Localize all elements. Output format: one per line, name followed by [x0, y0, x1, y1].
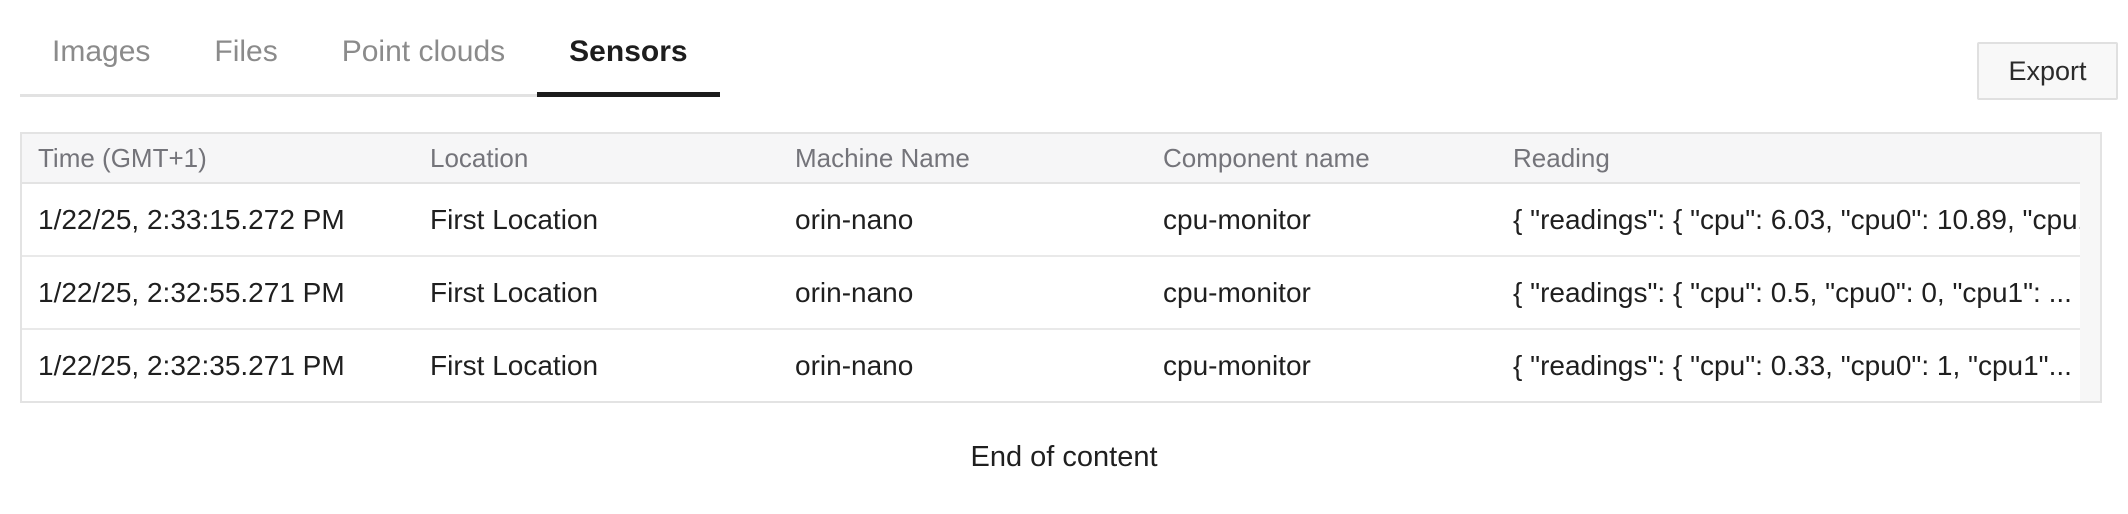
column-header-component-name: Component name [1163, 142, 1370, 173]
cell-location: First Location [430, 203, 599, 235]
column-header-location: Location [430, 142, 529, 173]
cell-location: First Location [430, 349, 599, 381]
table-header-row: Time (GMT+1) Location Machine Name Compo… [22, 134, 2100, 182]
tab-sensors[interactable]: Sensors [537, 20, 720, 97]
tab-files[interactable]: Files [214, 35, 278, 68]
tab-bar: Images Files Point clouds Sensors Export [0, 0, 2128, 100]
data-type-tabs: Images Files Point clouds Sensors [20, 20, 720, 97]
table-row: 1/22/25, 2:32:55.271 PM First Location o… [22, 255, 2100, 328]
cell-time: 1/22/25, 2:32:35.271 PM [38, 349, 345, 381]
cell-machine-name: orin-nano [795, 349, 914, 381]
cell-machine-name: orin-nano [795, 203, 914, 235]
cell-component-name: cpu-monitor [1163, 203, 1311, 235]
tab-point-clouds[interactable]: Point clouds [341, 35, 506, 68]
cell-time: 1/22/25, 2:32:55.271 PM [38, 276, 345, 308]
cell-component-name: cpu-monitor [1163, 276, 1311, 308]
export-button[interactable]: Export [1977, 42, 2118, 100]
cell-machine-name: orin-nano [795, 276, 914, 308]
scrollbar-track[interactable] [2080, 134, 2100, 401]
cell-component-name: cpu-monitor [1163, 349, 1311, 381]
cell-reading: { "readings": { "cpu": 6.03, "cpu0": 10.… [1513, 203, 2100, 235]
column-header-time: Time (GMT+1) [38, 142, 207, 173]
sensor-readings-table: Time (GMT+1) Location Machine Name Compo… [20, 132, 2102, 403]
tab-images[interactable]: Images [52, 35, 151, 68]
table-row: 1/22/25, 2:32:35.271 PM First Location o… [22, 328, 2100, 401]
cell-time: 1/22/25, 2:33:15.272 PM [38, 203, 345, 235]
cell-reading: { "readings": { "cpu": 0.33, "cpu0": 1, … [1513, 349, 2072, 381]
cell-location: First Location [430, 276, 599, 308]
cell-reading: { "readings": { "cpu": 0.5, "cpu0": 0, "… [1513, 276, 2072, 308]
column-header-reading: Reading [1513, 142, 1610, 173]
end-of-content-label: End of content [970, 441, 1158, 473]
column-header-machine-name: Machine Name [795, 142, 970, 173]
table-row: 1/22/25, 2:33:15.272 PM First Location o… [22, 182, 2100, 255]
